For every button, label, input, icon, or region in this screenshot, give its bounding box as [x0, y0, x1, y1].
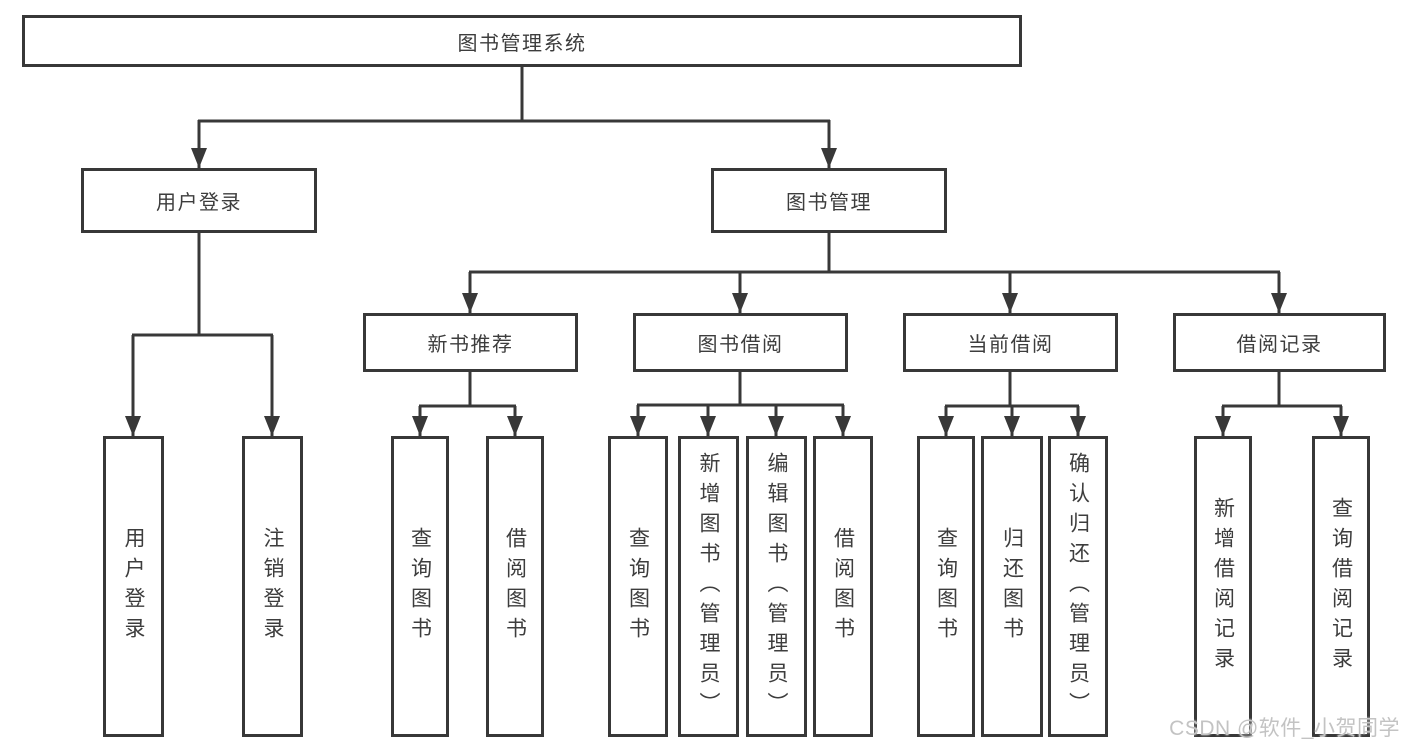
- leaf-borrow-books-borrowing-label: 借阅图书: [831, 526, 855, 647]
- leaf-logout-label: 注销登录: [261, 526, 284, 647]
- leaf-edit-books-admin-label: 编辑图书（管理员）: [765, 451, 788, 722]
- leaf-add-borrow-record-label: 新增借阅记录: [1211, 496, 1235, 677]
- leaf-search-borrow-record-label: 查询借阅记录: [1329, 496, 1353, 677]
- leaf-add-books-admin-label: 新增图书（管理员）: [697, 451, 720, 722]
- csdn-watermark: CSDN @软件_小贺同学: [1169, 717, 1400, 740]
- leaf-return-books: 归还图书: [981, 436, 1043, 737]
- node-user-login: 用户登录: [81, 168, 317, 233]
- node-book-management: 图书管理: [711, 168, 947, 233]
- leaf-logout: 注销登录: [242, 436, 303, 737]
- leaf-return-books-label: 归还图书: [1000, 526, 1024, 647]
- leaf-search-books-recommend: 查询图书: [391, 436, 449, 737]
- leaf-search-books-borrowing: 查询图书: [608, 436, 668, 737]
- node-new-book-recommendation: 新书推荐: [363, 313, 578, 372]
- leaf-add-borrow-record: 新增借阅记录: [1194, 436, 1252, 737]
- tree-rails: [132, 67, 1342, 408]
- leaf-confirm-return-admin-label: 确认归还（管理员）: [1066, 451, 1090, 722]
- leaf-user-login: 用户登录: [103, 436, 164, 737]
- leaf-user-login-label: 用户登录: [122, 526, 145, 647]
- node-borrowing-records: 借阅记录: [1173, 313, 1386, 372]
- leaf-add-books-admin: 新增图书（管理员）: [678, 436, 739, 737]
- leaf-search-books-current: 查询图书: [917, 436, 975, 737]
- node-book-borrowing: 图书借阅: [633, 313, 848, 372]
- leaf-edit-books-admin: 编辑图书（管理员）: [746, 436, 807, 737]
- node-root: 图书管理系统: [22, 15, 1022, 67]
- leaf-search-books-borrowing-label: 查询图书: [626, 526, 650, 647]
- node-current-borrowing: 当前借阅: [903, 313, 1118, 372]
- leaf-search-books-recommend-label: 查询图书: [408, 526, 432, 647]
- leaf-borrow-books-borrowing: 借阅图书: [813, 436, 873, 737]
- leaf-search-books-current-label: 查询图书: [934, 526, 958, 647]
- leaf-borrow-books-recommend-label: 借阅图书: [503, 526, 527, 647]
- leaf-search-borrow-record: 查询借阅记录: [1312, 436, 1370, 737]
- leaf-confirm-return-admin: 确认归还（管理员）: [1048, 436, 1108, 737]
- leaf-borrow-books-recommend: 借阅图书: [486, 436, 544, 737]
